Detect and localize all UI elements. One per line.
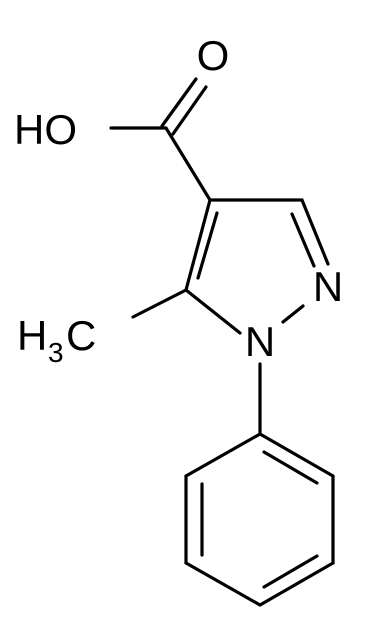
atom-label-ring-nitrogen-2: N — [313, 263, 343, 310]
atom-label-carbonyl-oxygen: O — [197, 32, 230, 79]
atom-label-methyl-c: C — [66, 312, 96, 359]
bond-ph-6-1 — [184, 432, 262, 478]
bond-cooh-ring — [164, 126, 212, 202]
bond-c3-n2-double-b — [290, 212, 316, 268]
bond-c3-n2-double-a — [300, 198, 330, 266]
bond-ph-inner-a — [262, 450, 319, 485]
atom-label-methyl-h: H — [17, 312, 47, 359]
bond-ph-1-2 — [258, 432, 335, 478]
bond-ph-4-5 — [184, 561, 262, 607]
bond-n1-c5 — [184, 288, 242, 335]
bond-c-o-double-b — [171, 85, 208, 136]
bond-c5-methyl — [131, 288, 188, 319]
atom-label-methyl-subscript: 3 — [48, 337, 64, 368]
bond-c-o-double-a — [160, 77, 198, 128]
bond-c5-c4-double-a — [184, 198, 212, 292]
bond-ph-3-4 — [258, 561, 335, 607]
bond-c5-c4-double-b — [196, 211, 219, 280]
atom-label-hydroxyl: HO — [14, 106, 77, 153]
bond-n2-n1 — [281, 304, 305, 324]
atom-label-ring-nitrogen-1: N — [245, 318, 275, 365]
bond-ph-inner-b — [262, 554, 319, 589]
